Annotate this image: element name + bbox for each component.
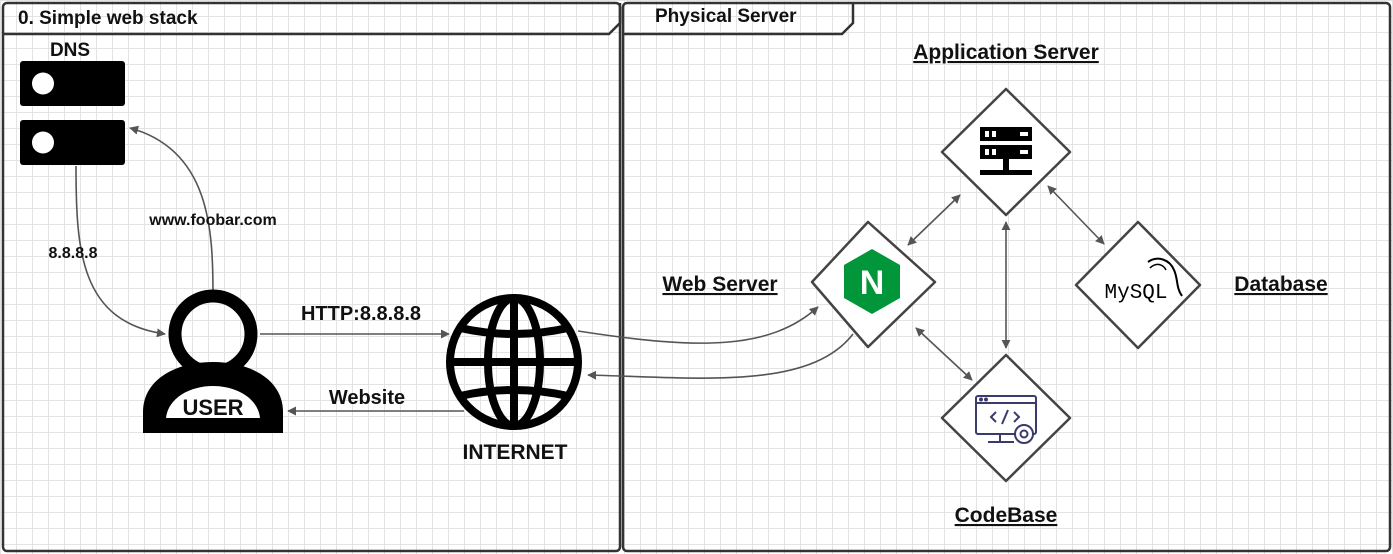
frame-simple-web-stack: 0. Simple web stack: [1, 1, 622, 553]
dns-label: DNS: [50, 40, 90, 61]
http-label: HTTP:8.8.8.8: [301, 303, 421, 325]
server-icon: [980, 127, 1032, 175]
code-monitor-gear-icon: [975, 395, 1037, 444]
mysql-logo: MySQL: [1104, 257, 1183, 305]
edge-web-codebase: [915, 327, 973, 381]
application-server-label: Application Server: [913, 41, 1099, 64]
frame-title-physical-server: Physical Server: [655, 6, 797, 27]
nginx-logo-letter: N: [860, 264, 885, 302]
edge-internet-to-webserver: [577, 306, 819, 344]
user-label: USER: [182, 395, 243, 420]
internet-label: INTERNET: [463, 441, 568, 464]
website-label: Website: [329, 387, 405, 409]
edge-webserver-to-internet: [587, 333, 854, 380]
nginx-logo: N: [844, 249, 900, 314]
codebase-label: CodeBase: [955, 504, 1058, 527]
web-server-label: Web Server: [662, 273, 777, 296]
globe-icon: [446, 294, 582, 430]
database-label: Database: [1234, 273, 1327, 296]
domain-label: www.foobar.com: [148, 212, 276, 229]
edge-user-to-dns: [129, 125, 214, 296]
server-rack-icon: [20, 61, 125, 165]
ip-label: 8.8.8.8: [49, 245, 98, 262]
user-icon: [143, 289, 283, 433]
connectors: [75, 125, 1105, 416]
codebase-node: [940, 353, 1072, 483]
edge-dns-to-user: [75, 165, 166, 338]
edge-app-db: [1047, 185, 1105, 245]
database-node: [1074, 220, 1202, 350]
mysql-logo-text: MySQL: [1104, 282, 1167, 305]
edge-web-app: [907, 194, 961, 246]
frame-title-simple-web-stack: 0. Simple web stack: [18, 8, 198, 29]
frame-physical-server: Physical Server: [621, 1, 1392, 553]
